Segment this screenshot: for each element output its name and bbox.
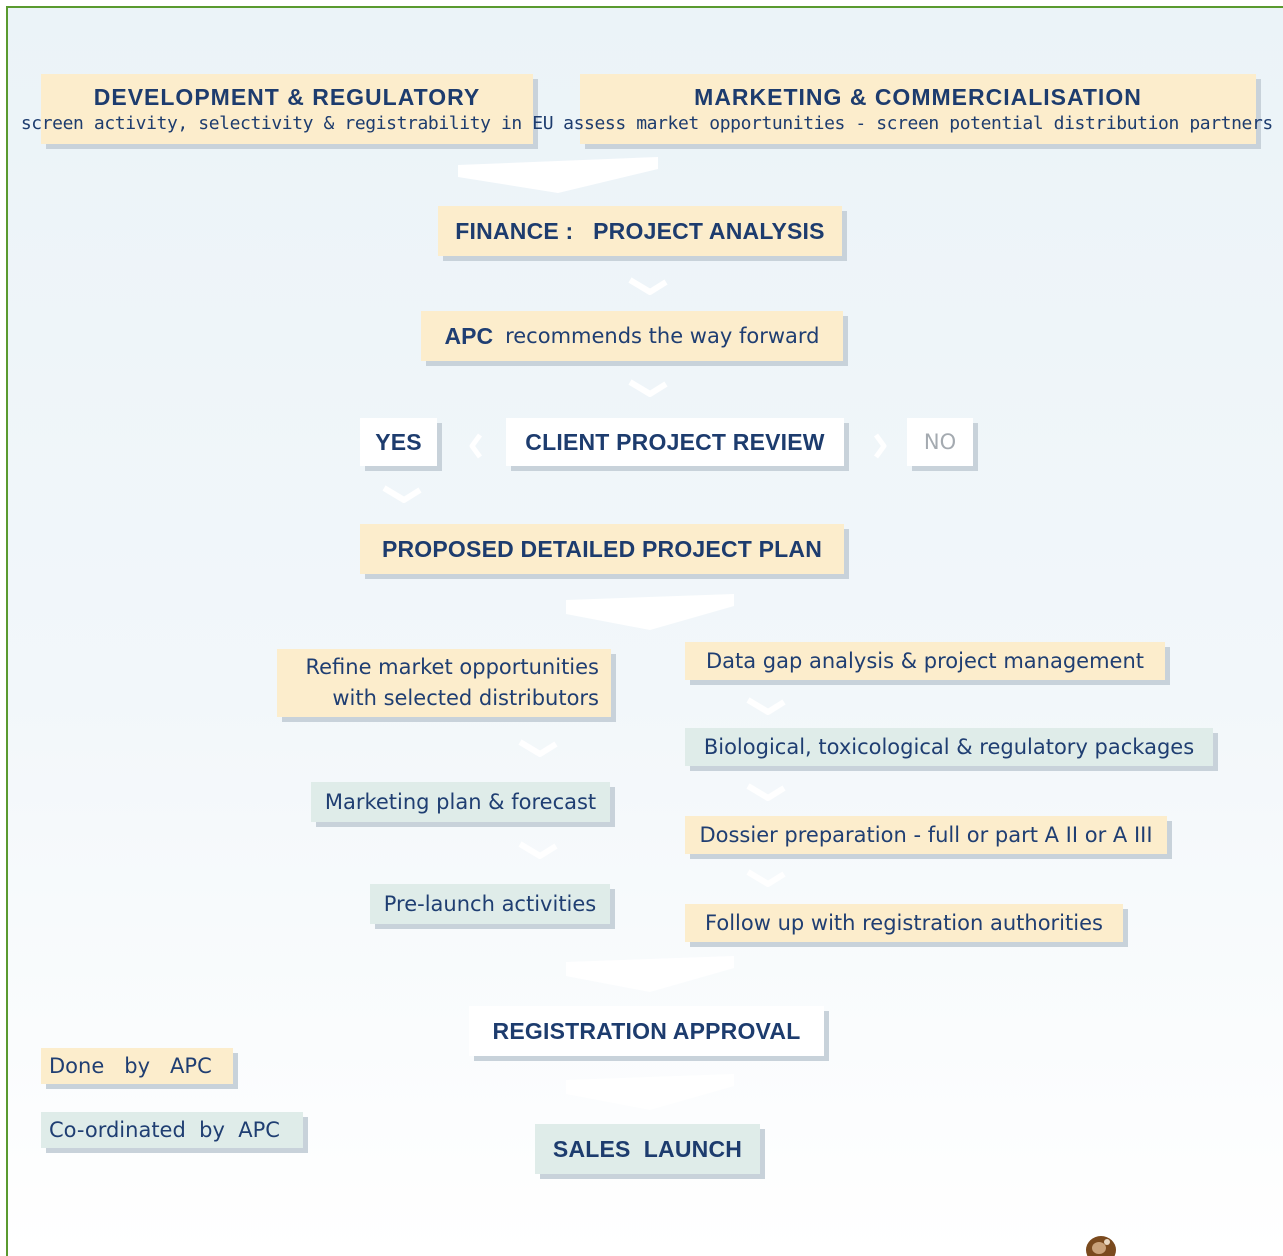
legend-coordinated-label: Co-ordinated by APC (49, 1118, 280, 1142)
big-chevron-arrow-2 (566, 594, 734, 630)
apc-recommends-box: APC recommends the way forward (421, 311, 843, 361)
legend-done-by-apc: Done by APC (41, 1048, 233, 1084)
proposed-detailed-project-plan-box: PROPOSED DETAILED PROJECT PLAN (360, 524, 844, 574)
refine-line-1: Refine market opportunities (305, 655, 599, 679)
small-chevron-arrow-2 (628, 379, 668, 397)
marketing-commercialisation-box: MARKETING & COMMERCIALISATION assess mar… (563, 74, 1273, 144)
development-subtitle: screen activity, selectivity & registrab… (20, 113, 554, 134)
registration-approval-label: REGISTRATION APPROVAL (492, 1017, 801, 1044)
yes-label: YES (375, 428, 422, 455)
small-chevron-arrow-8 (746, 869, 786, 887)
big-chevron-arrow-3 (566, 956, 734, 992)
marketing-plan-label: Marketing plan & forecast (324, 790, 597, 814)
finance-label: FINANCE : PROJECT ANALYSIS (455, 217, 825, 244)
follow-up-label: Follow up with registration authorities (705, 911, 1103, 935)
legend-coordinated-by-apc: Co-ordinated by APC (41, 1112, 303, 1148)
data-gap-analysis-box: Data gap analysis & project management (685, 642, 1165, 680)
small-chevron-arrow-4 (518, 739, 558, 757)
small-chevron-arrow-7 (746, 783, 786, 801)
packages-label: Biological, toxicological & regulatory p… (703, 735, 1195, 759)
refine-market-opportunities-box: Refine market opportunities with selecte… (277, 649, 611, 717)
follow-up-registration-box: Follow up with registration authorities (685, 904, 1123, 942)
marketing-title: MARKETING & COMMERCIALISATION (694, 84, 1142, 110)
small-chevron-arrow-3 (382, 485, 422, 503)
data-gap-label: Data gap analysis & project management (705, 649, 1144, 673)
apc-recommends-text: recommends the way forward (505, 324, 820, 348)
client-project-review-label: CLIENT PROJECT REVIEW (525, 428, 825, 455)
prelaunch-label: Pre-launch activities (383, 892, 597, 916)
marketing-plan-forecast-box: Marketing plan & forecast (311, 782, 610, 822)
development-title: DEVELOPMENT & REGULATORY (93, 84, 481, 110)
sales-launch-box: SALES LAUNCH (535, 1124, 760, 1174)
big-chevron-arrow-1 (458, 157, 658, 193)
client-project-review-box: CLIENT PROJECT REVIEW (506, 418, 844, 466)
logo-icon (1086, 1236, 1116, 1256)
apc-bold-label: APC (444, 322, 494, 349)
right-chevron-icon (873, 433, 887, 459)
small-chevron-arrow-1 (628, 277, 668, 295)
small-chevron-arrow-5 (518, 841, 558, 859)
biological-toxicological-packages-box: Biological, toxicological & regulatory p… (685, 728, 1213, 766)
dossier-preparation-box: Dossier preparation - full or part A II … (685, 816, 1167, 854)
sales-launch-label: SALES LAUNCH (552, 1135, 743, 1162)
no-label: NO (923, 430, 957, 454)
small-chevron-arrow-6 (746, 697, 786, 715)
refine-line-2: with selected distributors (332, 686, 599, 710)
no-box: NO (907, 418, 973, 466)
registration-approval-box: REGISTRATION APPROVAL (469, 1006, 824, 1056)
left-chevron-icon (469, 433, 483, 459)
marketing-subtitle: assess market opportunities - screen pot… (563, 113, 1273, 134)
finance-project-analysis-box: FINANCE : PROJECT ANALYSIS (438, 206, 842, 256)
yes-box: YES (360, 418, 437, 466)
dossier-label: Dossier preparation - full or part A II … (699, 823, 1153, 847)
development-regulatory-box: DEVELOPMENT & REGULATORY screen activity… (21, 74, 554, 144)
legend-done-label: Done by APC (49, 1054, 212, 1078)
pre-launch-activities-box: Pre-launch activities (370, 884, 610, 924)
big-chevron-arrow-4 (566, 1074, 734, 1110)
plan-label: PROPOSED DETAILED PROJECT PLAN (381, 535, 823, 562)
